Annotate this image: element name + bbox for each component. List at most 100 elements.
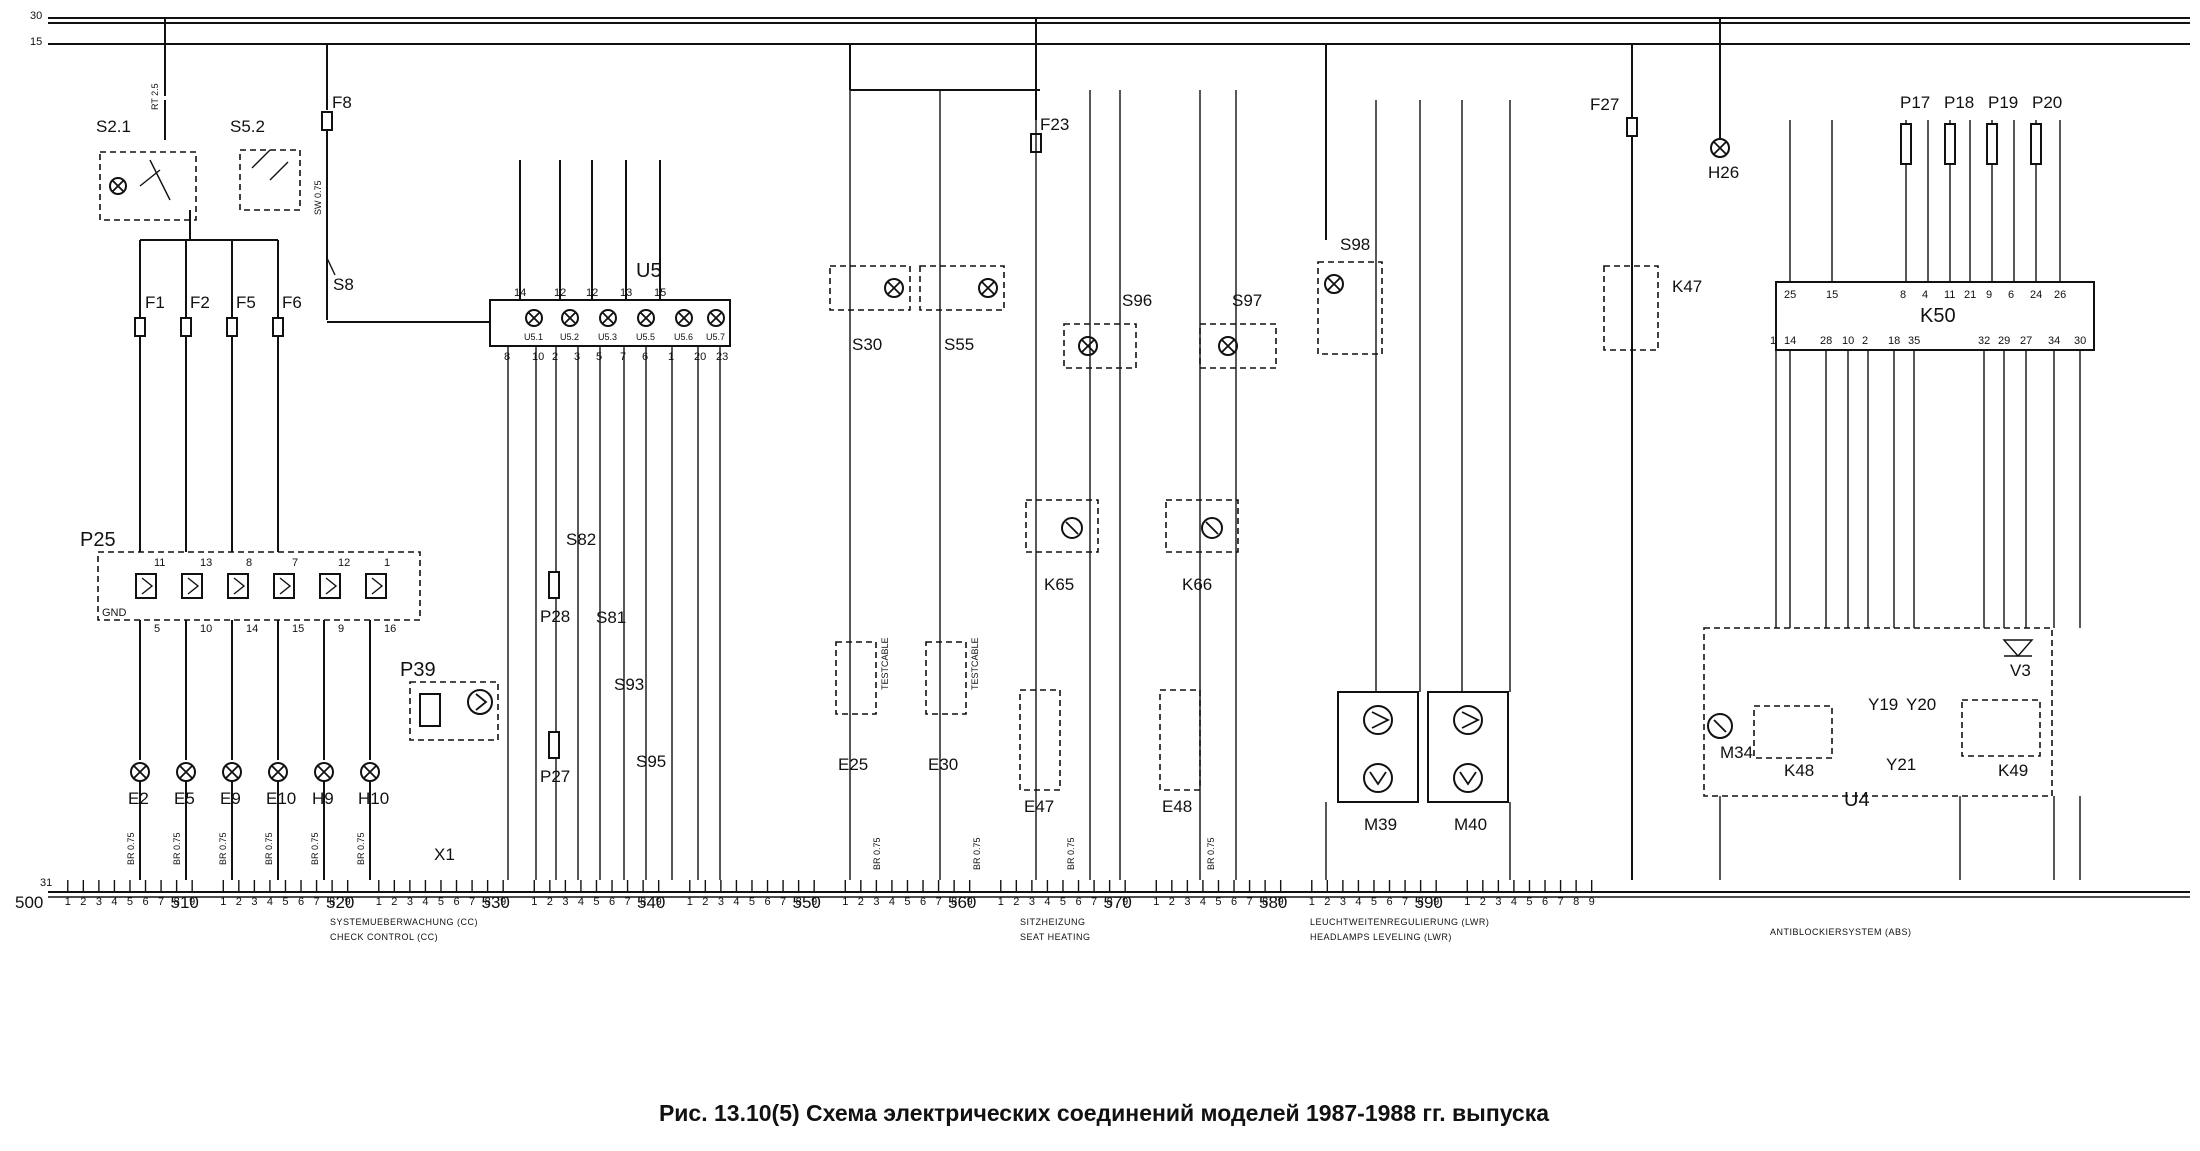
ruler-digit: 5 <box>749 896 755 908</box>
ruler-digit: 5 <box>1060 896 1066 908</box>
ruler-digit: 8 <box>796 896 802 908</box>
ruler-digit: 2 <box>547 896 553 908</box>
k50-top-pin: 25 <box>1784 289 1796 301</box>
ruler-digit: 7 <box>625 896 631 908</box>
ruler-digit: 7 <box>314 896 320 908</box>
valve-y19-label: Y19 <box>1868 695 1898 714</box>
ruler-digit: 6 <box>920 896 926 908</box>
lamp-cc-cross <box>225 765 239 779</box>
u5-bottom-pin: 23 <box>716 351 728 363</box>
ruler-section-label: 540 <box>637 893 665 912</box>
u5-bottom-pin: 20 <box>694 351 706 363</box>
switch-s8-label: S8 <box>333 275 354 294</box>
ruler-digit: 4 <box>422 896 428 908</box>
u5-lamp-icon <box>707 309 725 327</box>
ruler-digit: 7 <box>158 896 164 908</box>
ruler-digit: 8 <box>1418 896 1424 908</box>
ruler-digit: 6 <box>1231 896 1237 908</box>
ruler-digit: 1 <box>220 896 226 908</box>
lamp-cc-cross <box>179 765 193 779</box>
p25-bottom-pin: 10 <box>200 623 212 635</box>
k65-coil-icon <box>1061 517 1083 539</box>
ruler-digit: 2 <box>702 896 708 908</box>
abs-sensor-resistor <box>1986 123 1998 165</box>
ruler-digit: 3 <box>1495 896 1501 908</box>
k50-top-pin: 26 <box>2054 289 2066 301</box>
heater-e47-box <box>1019 689 1061 791</box>
u5-lamp-label: U5.1 <box>524 332 543 342</box>
ruler-digit: 9 <box>1589 896 1595 908</box>
ruler-digit: 4 <box>578 896 584 908</box>
lamp-cc-cross <box>271 765 285 779</box>
ruler-digit: 2 <box>1013 896 1019 908</box>
k50-bottom-pin: 35 <box>1908 335 1920 347</box>
k50-bottom-pin: 30 <box>2074 335 2086 347</box>
connector-x1-label: X1 <box>434 845 455 864</box>
p25-bottom-pin: 16 <box>384 623 396 635</box>
module-cc-de: SYSTEMUEBERWACHUNG (CC) <box>330 917 478 927</box>
u5-bottom-pin: 2 <box>552 351 558 363</box>
u5-lamp-icon <box>599 309 617 327</box>
ruler-digit: 3 <box>718 896 724 908</box>
wire-code-cc-ground: BR 0.75 <box>126 832 136 865</box>
ruler-digit: 9 <box>1122 896 1128 908</box>
module-lwr-de: LEUCHTWEITENREGULIERUNG (LWR) <box>1310 917 1489 927</box>
power-rails: 30 15 31 <box>30 10 2190 898</box>
ruler-digit: 4 <box>889 896 895 908</box>
ruler-digit: 9 <box>1278 896 1284 908</box>
u5-bottom-pin: 8 <box>504 351 510 363</box>
ruler-digit: 6 <box>609 896 615 908</box>
switch-s5-2-contact <box>251 149 289 181</box>
ruler-digit: 8 <box>174 896 180 908</box>
fuse-cc <box>272 317 284 337</box>
lamp-cc-cross <box>133 765 147 779</box>
fuse-f27-label: F27 <box>1590 95 1619 114</box>
ruler-digit: 1 <box>1464 896 1470 908</box>
lamp-h26-label: H26 <box>1708 163 1739 182</box>
ruler-digit: 3 <box>96 896 102 908</box>
ruler-digit: 9 <box>656 896 662 908</box>
wire-code-seat-ground: BR 0.75 <box>972 837 982 870</box>
valve-y20-label: Y20 <box>1906 695 1936 714</box>
heater-e48-label: E48 <box>1162 797 1192 816</box>
k50-top-pin: 8 <box>1900 289 1906 301</box>
ruler-digit: 6 <box>142 896 148 908</box>
seat-heating-section: S30 S55 E25 E30 TESTCABLE TESTCABLE F23 … <box>829 18 1277 880</box>
h26-lamp-icon <box>1710 138 1730 158</box>
lamp-cc-label: E5 <box>174 789 195 808</box>
ruler-digit: 5 <box>127 896 133 908</box>
hydraulic-unit-u4-box <box>1703 627 2053 797</box>
lamp-cc-icon <box>222 762 242 782</box>
rail-15-label: 15 <box>30 36 42 48</box>
gauge-p39-box <box>409 681 499 741</box>
ruler-digit: 1 <box>1153 896 1159 908</box>
k50-bottom-pin: 10 <box>1842 335 1854 347</box>
k50-bottom-pin: 34 <box>2048 335 2060 347</box>
u5-lamp-icon <box>637 309 655 327</box>
unit-u4-label: U4 <box>1844 789 1870 811</box>
switch-s81-label: S81 <box>596 608 626 627</box>
fuse-f8 <box>321 111 333 131</box>
s30-lamp-icon <box>884 278 904 298</box>
ruler-section-label: 520 <box>326 893 354 912</box>
lamp-cc-icon <box>176 762 196 782</box>
fuse-f6-label: F6 <box>282 293 302 312</box>
switch-s2-1-box <box>99 151 197 221</box>
m39-motor-icon <box>1363 705 1393 793</box>
p25-bottom-pin: 9 <box>338 623 344 635</box>
p25-cell-mark <box>233 577 246 595</box>
ruler-digit: 1 <box>842 896 848 908</box>
s97-lamp-icon <box>1218 336 1238 356</box>
wire-code-cc-ground: BR 0.75 <box>310 832 320 865</box>
lamp-cc-icon <box>360 762 380 782</box>
ruler-digit: 8 <box>1107 896 1113 908</box>
p25-cell-mark <box>325 577 338 595</box>
p25-cell <box>227 573 249 599</box>
p25-gnd-label: GND <box>102 607 127 619</box>
k50-bottom-pin: 14 <box>1784 335 1796 347</box>
k50-bottom-pin: 28 <box>1820 335 1832 347</box>
k50-bottom-pin: 18 <box>1888 335 1900 347</box>
relay-k48-box <box>1753 705 1833 759</box>
u5-bottom-pin: 5 <box>596 351 602 363</box>
p25-top-pin: 1 <box>384 557 390 569</box>
